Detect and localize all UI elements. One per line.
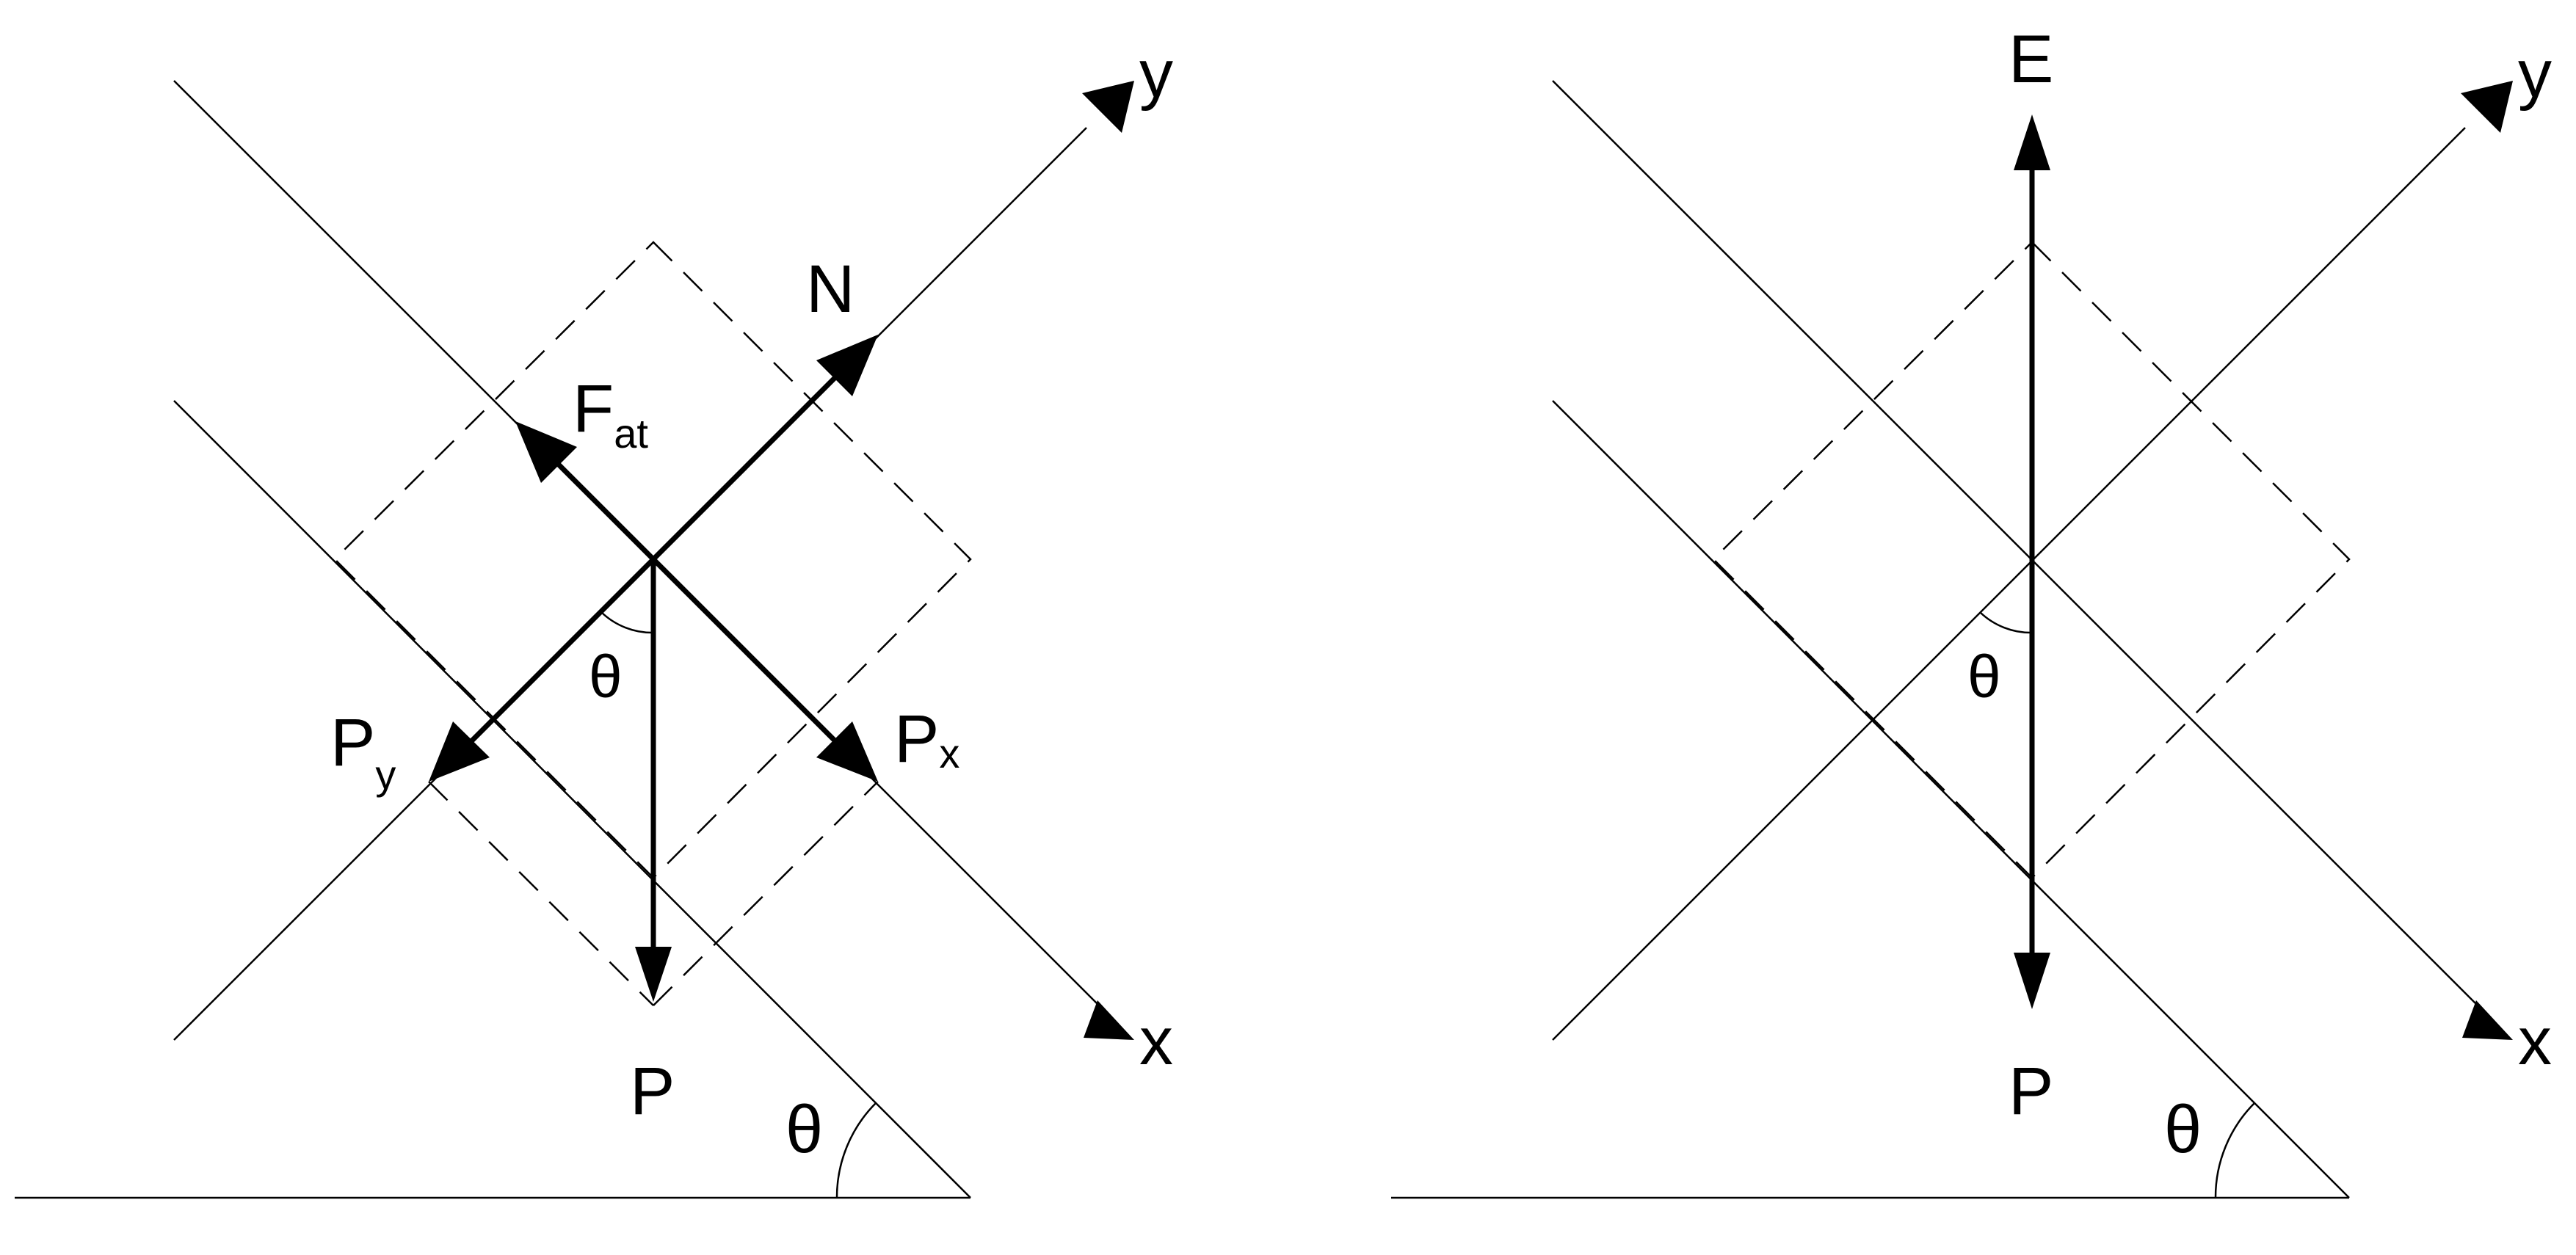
angle-label-center: θ: [1967, 644, 2001, 710]
px-main: P: [894, 702, 939, 776]
py-main: P: [330, 705, 375, 780]
diagram-incline-friction: y x N Fat Py Px P θ θ: [15, 37, 1173, 1199]
incline-angle-label: θ: [2164, 1092, 2202, 1167]
py-subscript: y: [375, 752, 396, 798]
incline-angle-arc: [2214, 1102, 2255, 1198]
px-force-label: Px: [894, 702, 959, 776]
force-weight-arrowhead: [2014, 953, 2050, 1009]
force-py-vector: [468, 557, 656, 745]
force-py-arrowhead: [429, 721, 490, 782]
friction-force-label: Fat: [573, 371, 648, 456]
incline-back-line: [1552, 80, 2481, 1008]
force-normal-arrowhead: [816, 335, 878, 396]
force-buoyancy-arrowhead: [2014, 114, 2050, 170]
y-axis-label: y: [1139, 37, 1173, 112]
buoyancy-force-label: E: [2009, 22, 2053, 97]
angle-arc-center: [1979, 611, 2033, 634]
force-friction-vector: [554, 460, 656, 561]
angle-label-center: θ: [589, 644, 623, 710]
x-axis-label: x: [1139, 1004, 1173, 1079]
y-axis-label: y: [2518, 37, 2552, 112]
y-axis-arrowhead: [1082, 81, 1134, 133]
friction-main: F: [573, 371, 614, 446]
normal-force-label: N: [806, 252, 855, 327]
force-px-arrowhead: [816, 721, 878, 782]
angle-arc-center: [601, 611, 654, 634]
force-px-vector: [651, 557, 841, 746]
y-axis: [1552, 127, 2466, 1041]
projection-line: [428, 781, 654, 1006]
weight-force-label: P: [630, 1054, 675, 1129]
force-weight-arrowhead: [635, 947, 672, 1002]
x-axis-arrowhead: [2462, 1000, 2513, 1040]
x-axis-arrowhead: [1084, 1000, 1134, 1040]
y-axis-arrowhead: [2461, 81, 2513, 133]
friction-subscript: at: [614, 410, 648, 456]
py-force-label: Py: [330, 705, 396, 798]
force-normal-vector: [651, 370, 843, 561]
incline-angle-label: θ: [786, 1092, 823, 1167]
diagram-incline-buoyancy: y x E P θ θ: [1391, 22, 2552, 1199]
px-subscript: x: [939, 730, 959, 776]
x-axis-label: x: [2518, 1004, 2552, 1079]
incline-surface: [1552, 400, 2350, 1198]
projection-line: [653, 781, 879, 1006]
weight-force-label: P: [2009, 1054, 2053, 1129]
force-friction-arrowhead: [515, 421, 577, 483]
incline-surface: [173, 400, 971, 1198]
incline-angle-arc: [835, 1102, 877, 1198]
